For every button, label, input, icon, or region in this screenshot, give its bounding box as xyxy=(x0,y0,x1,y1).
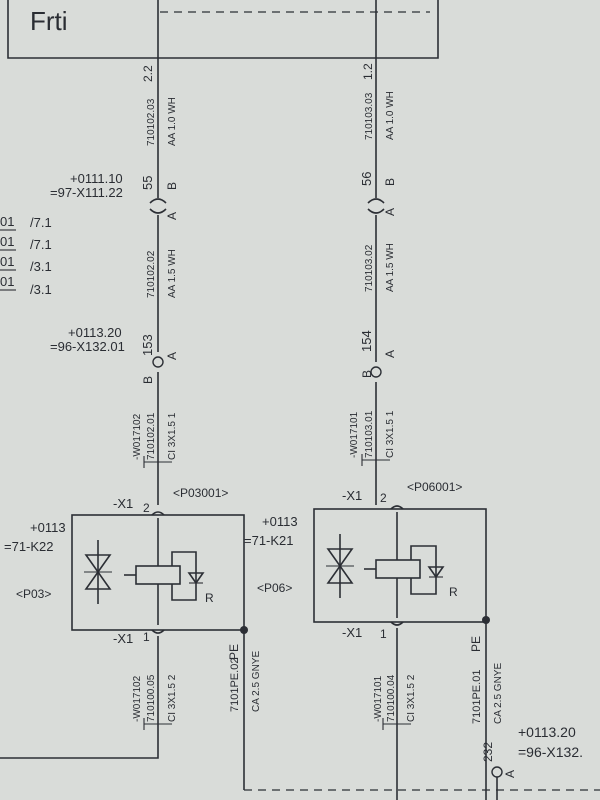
left-relay-ref: <P03> xyxy=(16,587,51,601)
left-pe-tag: PE xyxy=(227,644,241,660)
bottom-connector-pin: 232 xyxy=(481,742,495,762)
right-pe-tag: PE xyxy=(469,636,483,652)
left-connector-x111: +0111.10 =97-X111.22 55 B A xyxy=(50,171,179,220)
right-wire-mid-id: 710103.02 xyxy=(364,244,375,292)
left-cable-bottom-spec: CI 3X1.5 2 xyxy=(167,674,178,722)
x132-device: =96-X132.01 xyxy=(50,339,125,354)
right-connector-mid-pin: 154 xyxy=(359,330,374,352)
left-cable-bottom: -W017102 710100.05 CI 3X1.5 2 xyxy=(132,674,178,730)
left-x1-bottom-label: -X1 xyxy=(113,631,133,646)
right-cable-top: -W017101 710103.01 CI 3X1.5 1 xyxy=(349,410,396,466)
right-pe-id: 7101PE.01 xyxy=(471,670,483,724)
right-cable-bottom-wire: 710100.04 xyxy=(386,674,397,722)
x111-pin-b: B xyxy=(165,182,179,190)
right-connector-mid-pin-a: A xyxy=(383,350,397,358)
left-relay-box: +0113 =71-K22 <P03> R xyxy=(4,511,245,634)
right-relay-location: +0113 xyxy=(262,514,298,529)
xref-page-3: /3.1 xyxy=(30,259,52,274)
right-x1-top-label: -X1 xyxy=(342,488,362,503)
right-cable-top-name: -W017101 xyxy=(349,411,360,458)
xref-page-4: /3.1 xyxy=(30,282,52,297)
xref-page-1: /7.1 xyxy=(30,215,52,230)
left-cable-top-name: -W017102 xyxy=(132,413,143,460)
x132-location: +0113.20 xyxy=(68,325,122,340)
left-relay-coil-icon xyxy=(124,518,205,625)
right-relay-box: +0113 =71-K21 <P06> R xyxy=(244,505,487,626)
left-wire-top-id: 710102.03 xyxy=(146,98,157,146)
left-column-ref: 2.2 xyxy=(141,65,155,82)
right-connector-top-pin: 56 xyxy=(359,172,374,186)
right-column-ref: 1.2 xyxy=(361,63,375,80)
right-terminal-ref: <P06001> xyxy=(407,480,462,494)
left-x1-bottom-pin: 1 xyxy=(143,630,150,644)
right-wire-top-id: 710103.03 xyxy=(364,92,375,140)
right-pe-spec: CA 2.5 GNYE xyxy=(493,663,504,724)
left-tvs-diode-icon xyxy=(84,540,112,604)
right-x1-bottom-pin: 1 xyxy=(380,627,387,641)
left-pe-id: 7101PE.02 xyxy=(229,658,241,712)
left-connector-x132: +0113.20 =96-X132.01 153 A B xyxy=(50,325,179,384)
left-cable-bottom-wire: 710100.05 xyxy=(146,674,157,722)
left-cable-top-spec: CI 3X1.5 1 xyxy=(167,412,178,460)
left-x1-top-label: -X1 xyxy=(113,496,133,511)
left-terminal-ref: <P03001> xyxy=(173,486,228,500)
left-x1-top-pin: 2 xyxy=(143,501,150,515)
x111-device: =97-X111.22 xyxy=(50,185,123,200)
left-wire-top-spec: AA 1.0 WH xyxy=(167,97,178,146)
xref-code-4: 01 xyxy=(0,274,14,289)
right-diode-label: R xyxy=(449,585,458,599)
left-cable-bottom-name: -W017102 xyxy=(132,675,143,722)
right-relay-device: =71-K21 xyxy=(244,533,294,548)
x111-pin: 55 xyxy=(140,176,155,190)
x132-pin-a: A xyxy=(165,352,179,360)
right-connector-top: 56 B A xyxy=(359,172,397,216)
left-relay-location: +0113 xyxy=(30,520,66,535)
left-cable-top-wire: 710102.01 xyxy=(146,412,157,460)
xref-code-3: 01 xyxy=(0,254,14,269)
bottom-connector: 232 A +0113.20 =96-X132. xyxy=(481,724,583,800)
left-pe-spec: CA 2.5 GNYE xyxy=(251,651,262,712)
xref-page-2: /7.1 xyxy=(30,237,52,252)
title-block-text: Frti xyxy=(30,6,68,36)
x132-pin-b: B xyxy=(141,376,155,384)
x111-location: +0111.10 xyxy=(70,171,123,186)
right-cable-bottom-name: -W017101 xyxy=(373,675,384,722)
bottom-connector-device: =96-X132. xyxy=(518,744,583,760)
right-relay-coil-icon xyxy=(364,512,445,618)
left-diode-label: R xyxy=(205,591,214,605)
cross-reference-list: 01 /7.1 01 /7.1 01 /3.1 01 /3.1 xyxy=(0,214,52,297)
right-pe-wire: 7101PE.01 PE CA 2.5 GNYE xyxy=(469,620,504,800)
left-wire-mid-id: 710102.02 xyxy=(146,250,157,298)
left-wire-mid-spec: AA 1.5 WH xyxy=(167,249,178,298)
right-connector-top-pin-b: B xyxy=(383,178,397,186)
x111-pin-a: A xyxy=(165,212,179,220)
bottom-connector-location: +0113.20 xyxy=(518,724,576,740)
right-wire-mid-spec: AA 1.5 WH xyxy=(385,243,396,292)
left-cable-top: -W017102 710102.01 CI 3X1.5 1 xyxy=(132,412,178,468)
title-block: Frti xyxy=(7,0,439,59)
right-cable-top-wire: 710103.01 xyxy=(364,410,375,458)
right-connector-mid-pin-b: B xyxy=(360,370,374,378)
xref-code-2: 01 xyxy=(0,234,14,249)
right-circuit: 1.2 710103.03 AA 1.0 WH 56 B A 710103.02… xyxy=(244,0,504,800)
right-tvs-diode-icon xyxy=(326,534,354,598)
bottom-connector-pin-a: A xyxy=(503,770,517,778)
right-cable-top-spec: CI 3X1.5 1 xyxy=(385,410,396,458)
right-wire-top-spec: AA 1.0 WH xyxy=(385,91,396,140)
left-relay-device: =71-K22 xyxy=(4,539,54,554)
right-x1-bottom-label: -X1 xyxy=(342,625,362,640)
x132-pin: 153 xyxy=(140,334,155,356)
right-cable-bottom-spec: CI 3X1.5 2 xyxy=(406,674,417,722)
right-relay-ref: <P06> xyxy=(257,581,292,595)
xref-code-1: 01 xyxy=(0,214,14,229)
right-x1-top-pin: 2 xyxy=(380,491,387,505)
right-connector-mid: 154 A B xyxy=(359,330,397,378)
right-connector-top-pin-a: A xyxy=(383,208,397,216)
left-pe-wire: 7101PE.02 PE CA 2.5 GNYE xyxy=(227,630,600,791)
right-cable-bottom: -W017101 710100.04 CI 3X1.5 2 xyxy=(373,674,417,730)
